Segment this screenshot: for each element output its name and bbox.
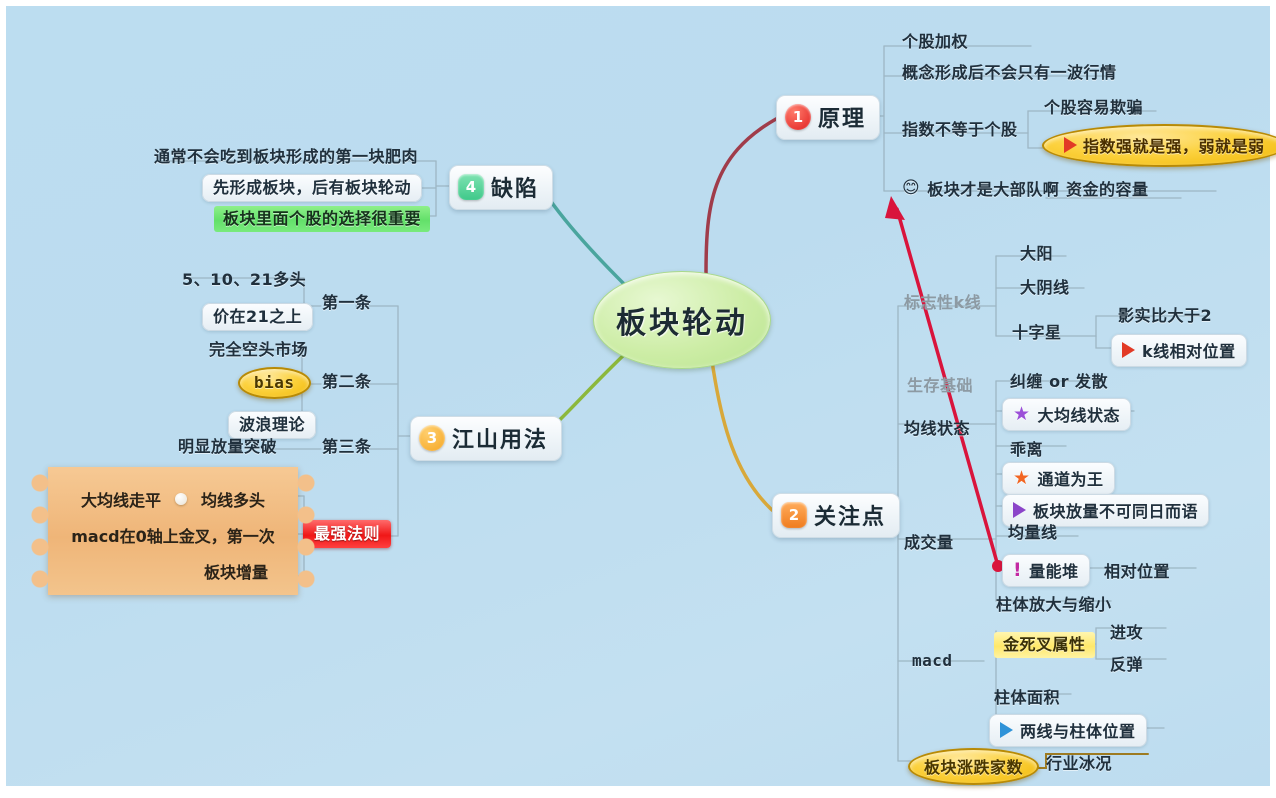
method-rule-2[interactable]: 第二条	[322, 372, 372, 391]
focus-volume-child-2b[interactable]: 相对位置	[1104, 562, 1171, 581]
play-icon	[1013, 502, 1026, 518]
cloud-row-1: 大均线走平 均线多头	[52, 481, 294, 517]
cloud-row-3: 板块增量	[203, 563, 268, 582]
branch-4-defect[interactable]: 4 缺陷	[449, 165, 554, 210]
focus-breadth[interactable]: 板块涨跌家数	[908, 748, 1040, 785]
highlight-oval-breadth[interactable]: 板块涨跌家数	[908, 748, 1040, 785]
bullet-dot-icon	[175, 493, 187, 505]
focus-macd-child-2[interactable]: 柱体面积	[994, 688, 1061, 707]
principle-item-2[interactable]: 概念形成后不会只有一波行情	[902, 63, 1117, 82]
play-icon	[1064, 137, 1077, 153]
smile-icon: 😊	[902, 177, 921, 198]
branch-3-method[interactable]: 3 江山用法	[410, 416, 563, 461]
focus-kline-child-1[interactable]: 大阳	[1020, 244, 1054, 263]
principle-item-3-child-2[interactable]: 指数强就是强，弱就是弱	[1042, 124, 1276, 167]
focus-kline-label[interactable]: 标志性k线	[904, 293, 982, 312]
focus-macd-child-1[interactable]: 金死叉属性	[994, 631, 1095, 658]
star-icon: ★	[1013, 466, 1031, 489]
focus-ma-faded-label: 生存基础	[907, 376, 974, 395]
central-topic[interactable]: 板块轮动	[593, 271, 771, 369]
focus-volume-child-2[interactable]: ! 量能堆	[1002, 554, 1090, 587]
cloud-row-1-right: 均线多头	[201, 491, 266, 510]
branch-3-label: 江山用法	[452, 428, 549, 453]
focus-volume-label[interactable]: 成交量	[904, 533, 954, 552]
focus-kline-child-3[interactable]: 十字星	[1012, 323, 1062, 342]
focus-ma-child-3[interactable]: 乖离	[1010, 440, 1044, 459]
highlight-oval-index-strength[interactable]: 指数强就是强，弱就是弱	[1042, 124, 1276, 167]
focus-ma-label[interactable]: 均线状态	[904, 419, 971, 438]
principle-item-1[interactable]: 个股加权	[902, 32, 969, 51]
focus-kline-child-3a[interactable]: 影实比大于2	[1118, 306, 1213, 325]
method-rule-3-child-1[interactable]: 明显放量突破	[178, 437, 278, 456]
strongest-rule-cloud: 大均线走平 均线多头 macd在0轴上金叉，第一次 板块增量	[29, 467, 317, 595]
method-rule-2-child-3[interactable]: 波浪理论	[228, 411, 317, 439]
focus-ma-child-4[interactable]: ★ 通道为王	[1002, 462, 1115, 495]
method-strongest-rule[interactable]: 最强法则	[303, 520, 392, 548]
focus-ma-child-2[interactable]: ★ 大均线状态	[1002, 398, 1132, 431]
branch-1-label: 原理	[818, 107, 867, 132]
cloud-row-2: macd在0轴上金叉，第一次	[71, 527, 275, 546]
focus-ma-child-1[interactable]: 纠缠 or 发散	[1010, 372, 1109, 391]
branch-2-label: 关注点	[814, 505, 887, 530]
exclamation-icon: !	[1013, 558, 1023, 581]
principle-item-3[interactable]: 指数不等于个股	[902, 120, 1018, 139]
central-topic-label: 板块轮动	[616, 306, 748, 341]
method-rule-3[interactable]: 第三条	[322, 437, 372, 456]
branch-2-focus[interactable]: 2 关注点	[772, 493, 901, 538]
focus-kline-child-3b[interactable]: k线相对位置	[1111, 334, 1247, 367]
defect-item-1[interactable]: 通常不会吃到板块形成的第一块肥肉	[154, 147, 419, 166]
focus-macd-child-1b[interactable]: 反弹	[1110, 655, 1144, 674]
branch-3-badge: 3	[419, 425, 445, 451]
branch-4-label: 缺陷	[491, 177, 540, 202]
focus-volume-child-3[interactable]: 柱体放大与缩小	[996, 595, 1112, 614]
focus-ma-child-5[interactable]: 板块放量不可同日而语	[1002, 494, 1210, 527]
method-rule-1-child-1[interactable]: 5、10、21多头	[182, 270, 307, 289]
principle-item-3-child-1[interactable]: 个股容易欺骗	[1044, 98, 1144, 117]
branch-1-badge: 1	[785, 104, 811, 130]
focus-macd-label[interactable]: macd	[912, 651, 953, 670]
focus-kline-child-2[interactable]: 大阴线	[1020, 278, 1070, 297]
branch-1-principle[interactable]: 1 原理	[776, 95, 881, 140]
method-rule-2-child-1[interactable]: 完全空头市场	[209, 340, 309, 359]
branch-4-badge: 4	[458, 174, 484, 200]
branch-2-badge: 2	[781, 502, 807, 528]
highlight-oval-bias[interactable]: bias	[238, 367, 311, 399]
principle-item-4-child[interactable]: 资金的容量	[1066, 180, 1149, 199]
defect-item-3[interactable]: 板块里面个股的选择很重要	[214, 205, 431, 232]
focus-volume-child-1[interactable]: 均量线	[1008, 523, 1058, 542]
defect-item-2[interactable]: 先形成板块，后有板块轮动	[202, 174, 423, 202]
play-icon	[1122, 342, 1135, 358]
principle-item-4[interactable]: 😊 板块才是大部队啊	[902, 177, 1060, 199]
star-icon: ★	[1013, 402, 1031, 425]
method-rule-2-child-2[interactable]: bias	[238, 367, 311, 399]
cloud-row-1-left: 大均线走平	[80, 491, 161, 510]
focus-macd-child-3[interactable]: 两线与柱体位置	[989, 714, 1147, 747]
method-rule-1[interactable]: 第一条	[322, 293, 372, 312]
method-rule-1-child-2[interactable]: 价在21之上	[202, 303, 314, 331]
focus-breadth-child-1[interactable]: 行业冰况	[1046, 754, 1113, 773]
focus-macd-child-1a[interactable]: 进攻	[1110, 623, 1144, 642]
play-icon	[1000, 722, 1013, 738]
